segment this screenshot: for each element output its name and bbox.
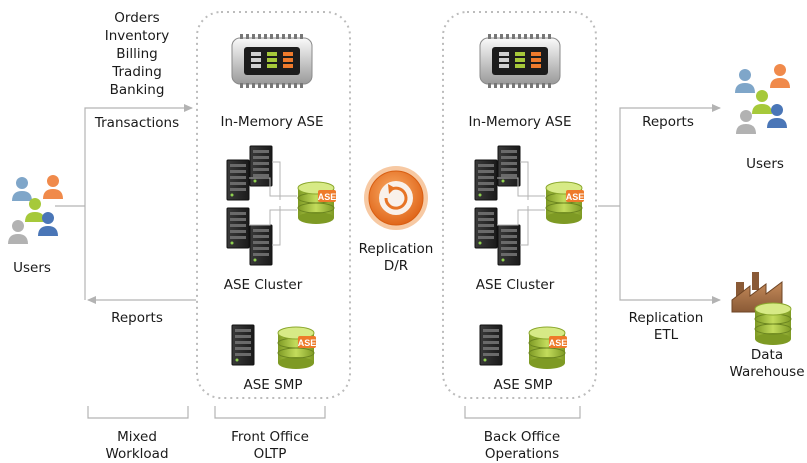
right-users-icon xyxy=(735,64,790,134)
back-smp-label: ASE SMP xyxy=(493,377,553,393)
workload-label-line2: Workload xyxy=(105,446,169,462)
right-reports-label: Reports xyxy=(642,114,694,130)
replication-label-line1: Replication xyxy=(358,241,434,257)
back-cluster-label: ASE Cluster xyxy=(475,277,555,293)
back-cluster-servers-icon xyxy=(474,145,545,266)
back-smp-db-icon: ASE xyxy=(528,326,568,370)
svg-text:ASE: ASE xyxy=(566,192,585,202)
right-replication-label-line1: Replication xyxy=(628,310,704,326)
left-users-label: Users xyxy=(13,260,51,276)
service-billing: Billing xyxy=(116,46,158,62)
workload-label-line1: Mixed xyxy=(117,429,157,445)
front-smp-db-icon: ASE xyxy=(277,326,317,370)
replication-icon xyxy=(364,166,428,230)
back-office-footer-line1: Back Office xyxy=(483,429,561,445)
transactions-label: Transactions xyxy=(94,115,180,131)
front-office-footer-line1: Front Office xyxy=(231,429,309,445)
front-smp-server-icon xyxy=(231,324,255,366)
back-in-memory-label: In-Memory ASE xyxy=(468,114,572,130)
service-banking: Banking xyxy=(109,82,165,98)
back-office-box xyxy=(442,11,597,399)
right-connectors xyxy=(598,104,721,304)
back-smp-server-icon xyxy=(479,324,503,366)
svg-text:ASE: ASE xyxy=(298,338,317,348)
front-cluster-label: ASE Cluster xyxy=(223,277,303,293)
service-inventory: Inventory xyxy=(104,28,170,44)
left-connectors xyxy=(55,104,196,304)
back-cluster-db-icon: ASE xyxy=(545,181,585,225)
right-replication-label-line2: ETL xyxy=(653,327,679,343)
right-users-label: Users xyxy=(746,156,784,172)
warehouse-label-line2: Warehouse xyxy=(729,364,805,380)
service-orders: Orders xyxy=(114,10,160,26)
front-smp-label: ASE SMP xyxy=(243,377,303,393)
replication-label-line2: D/R xyxy=(383,258,409,274)
back-office-footer-line2: Operations xyxy=(484,446,560,462)
left-users-icon xyxy=(8,175,63,244)
svg-text:ASE: ASE xyxy=(549,338,568,348)
back-in-memory-chip-icon xyxy=(479,33,561,89)
front-cluster-db-icon: ASE xyxy=(297,181,337,225)
front-cluster-servers-icon xyxy=(226,145,297,266)
warehouse-label-line1: Data xyxy=(750,347,784,363)
service-trading: Trading xyxy=(112,64,162,80)
left-reports-label: Reports xyxy=(111,310,163,326)
data-warehouse-icon xyxy=(731,272,792,346)
front-in-memory-label: In-Memory ASE xyxy=(220,114,324,130)
front-in-memory-chip-icon xyxy=(231,33,313,89)
svg-text:ASE: ASE xyxy=(318,192,337,202)
front-office-footer-line2: OLTP xyxy=(253,446,287,462)
front-office-box xyxy=(196,11,351,399)
bottom-brackets xyxy=(87,406,581,419)
